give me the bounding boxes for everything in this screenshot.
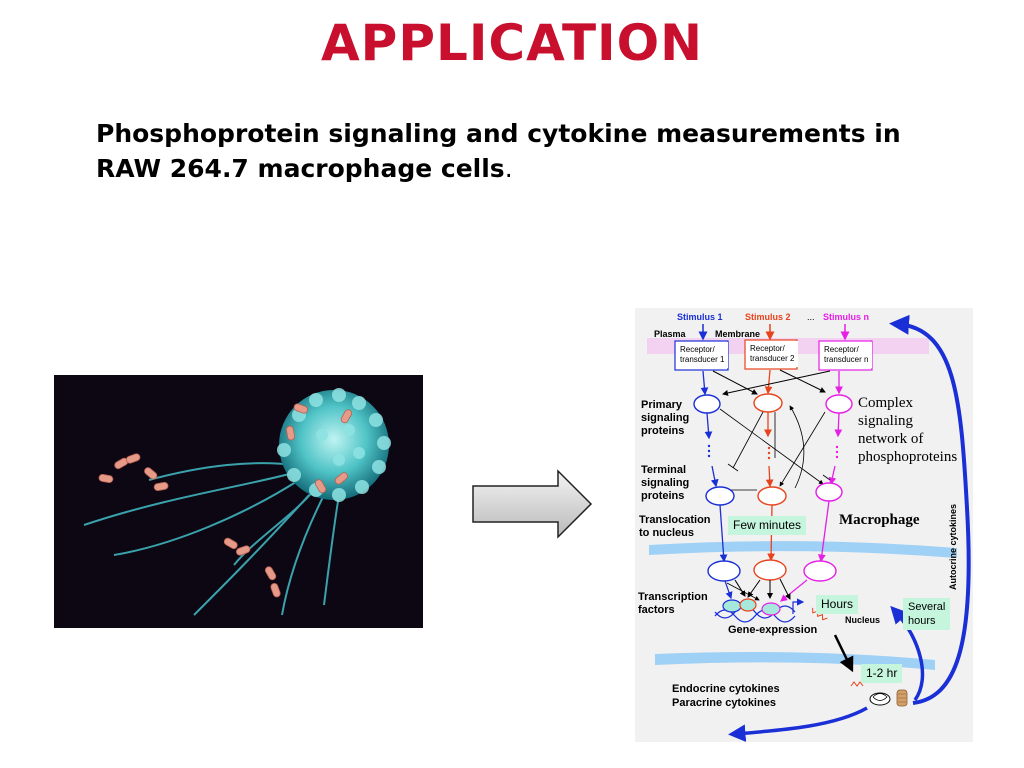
several-hours-line2: hours <box>908 615 936 627</box>
endocrine-cytokines-label: Endocrine cytokines <box>672 683 780 695</box>
nuclear-membrane-bottom <box>655 652 935 670</box>
one-two-hr-box: 1-2 hr <box>861 664 903 683</box>
macrophage-label: Macrophage <box>839 512 920 528</box>
paracrine-cytokines-label: Paracrine cytokines <box>672 697 776 709</box>
stimulus-n-label: Stimulus n <box>823 312 870 322</box>
subtitle-text: Phosphoprotein signaling and cytokine me… <box>96 119 901 183</box>
autocrine-cytokines-label: Autocrine cytokines <box>948 503 958 590</box>
receptor-n-line2: transducer n <box>824 355 869 364</box>
nuclear-membrane-top <box>649 541 957 558</box>
subtitle-period: . <box>504 154 513 183</box>
primary-line3: proteins <box>641 425 685 437</box>
gene-expression-label: Gene-expression <box>728 624 818 636</box>
complex-network-label: Complex signaling network of phosphoprotein… <box>858 394 957 466</box>
receptor-1-box: Receptor/transducer 1 <box>676 342 729 368</box>
plasma-label: Plasma <box>654 329 686 339</box>
macrophage-illustration <box>83 388 391 616</box>
several-hours-line1: Several <box>908 601 946 613</box>
complex-line1: Complex <box>858 395 913 411</box>
terminal-line3: proteins <box>641 490 685 502</box>
slide-subtitle: Phosphoprotein signaling and cytokine me… <box>96 116 946 186</box>
stimulus-ellipsis: ... <box>807 312 815 322</box>
terminal-line1: Terminal <box>641 464 687 476</box>
receptor-1-line1: Receptor/ <box>680 345 715 354</box>
receptor-n-line1: Receptor/ <box>824 345 859 354</box>
membrane-label: Membrane <box>715 329 761 339</box>
receptor-2-box: Receptor/transducer 2 <box>746 341 799 367</box>
receptor-2-line2: transducer 2 <box>750 354 795 363</box>
complex-line4: phosphoproteins <box>858 449 958 465</box>
transcription-line1: Transcription <box>638 591 708 603</box>
several-hours-box: Several hours <box>903 598 951 630</box>
stimulus-1-label: Stimulus 1 <box>677 312 723 322</box>
right-arrow-icon <box>470 468 596 545</box>
receptor-2-line1: Receptor/ <box>750 344 785 353</box>
complex-line2: signaling <box>858 413 913 429</box>
few-minutes-box: Few minutes <box>728 516 807 535</box>
signaling-network-diagram: Stimulus 1 Stimulus 2 ... Stimulus n Pla… <box>635 308 973 742</box>
terminal-line2: signaling <box>641 477 690 489</box>
slide-title: APPLICATION <box>320 14 704 72</box>
receptor-1-line2: transducer 1 <box>680 355 725 364</box>
primary-line1: Primary <box>641 399 682 411</box>
complex-line3: network of <box>858 431 924 447</box>
macrophage-photo <box>54 375 423 628</box>
cell-body <box>279 390 389 500</box>
stimulus-2-label: Stimulus 2 <box>745 312 791 322</box>
translocation-line1: Translocation <box>639 514 711 526</box>
hours-box: Hours <box>816 595 859 614</box>
receptor-n-box: Receptor/transducer n <box>820 342 873 368</box>
primary-line2: signaling <box>641 412 690 424</box>
transcription-line2: factors <box>638 604 675 616</box>
nucleus-label: Nucleus <box>845 615 881 625</box>
translocation-line2: to nucleus <box>639 527 695 539</box>
